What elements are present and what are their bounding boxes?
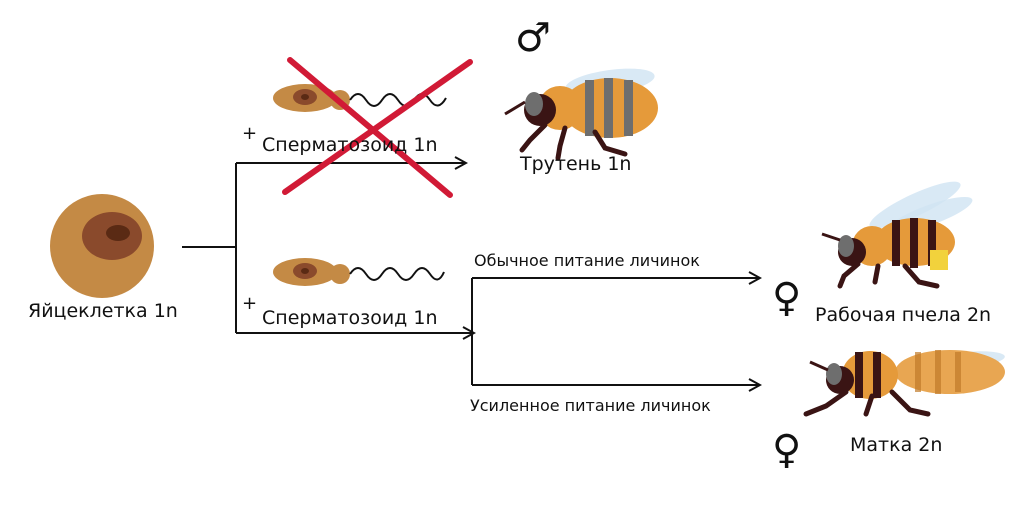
sperm-top-label: Сперматозоид 1n bbox=[262, 134, 438, 156]
egg-cell-icon bbox=[50, 194, 154, 298]
sperm-cell-icon bbox=[273, 258, 445, 286]
cross-icon bbox=[282, 57, 473, 198]
worker-label: Рабочая пчела 2n bbox=[815, 304, 992, 326]
worker-bee-icon bbox=[821, 181, 973, 289]
sperm-bottom-label: Сперматозоид 1n bbox=[262, 307, 438, 329]
drone-bee-icon bbox=[504, 68, 658, 161]
drone-label: Трутень 1n bbox=[520, 153, 632, 175]
queen-bee-icon bbox=[803, 350, 1005, 417]
plus-sign: + bbox=[242, 123, 258, 144]
female-symbol-icon: ♀ bbox=[772, 275, 802, 321]
normal-feeding-label: Обычное питание личинок bbox=[474, 251, 700, 270]
egg-label: Яйцеклетка 1n bbox=[28, 300, 178, 322]
queen-label: Матка 2n bbox=[850, 434, 943, 456]
enhanced-feeding-label: Усиленное питание личинок bbox=[470, 396, 711, 415]
connector-lines bbox=[182, 163, 760, 385]
female-symbol-icon: ♀ bbox=[772, 427, 802, 473]
male-symbol-icon: ♂ bbox=[515, 15, 551, 61]
plus-sign: + bbox=[242, 293, 258, 314]
